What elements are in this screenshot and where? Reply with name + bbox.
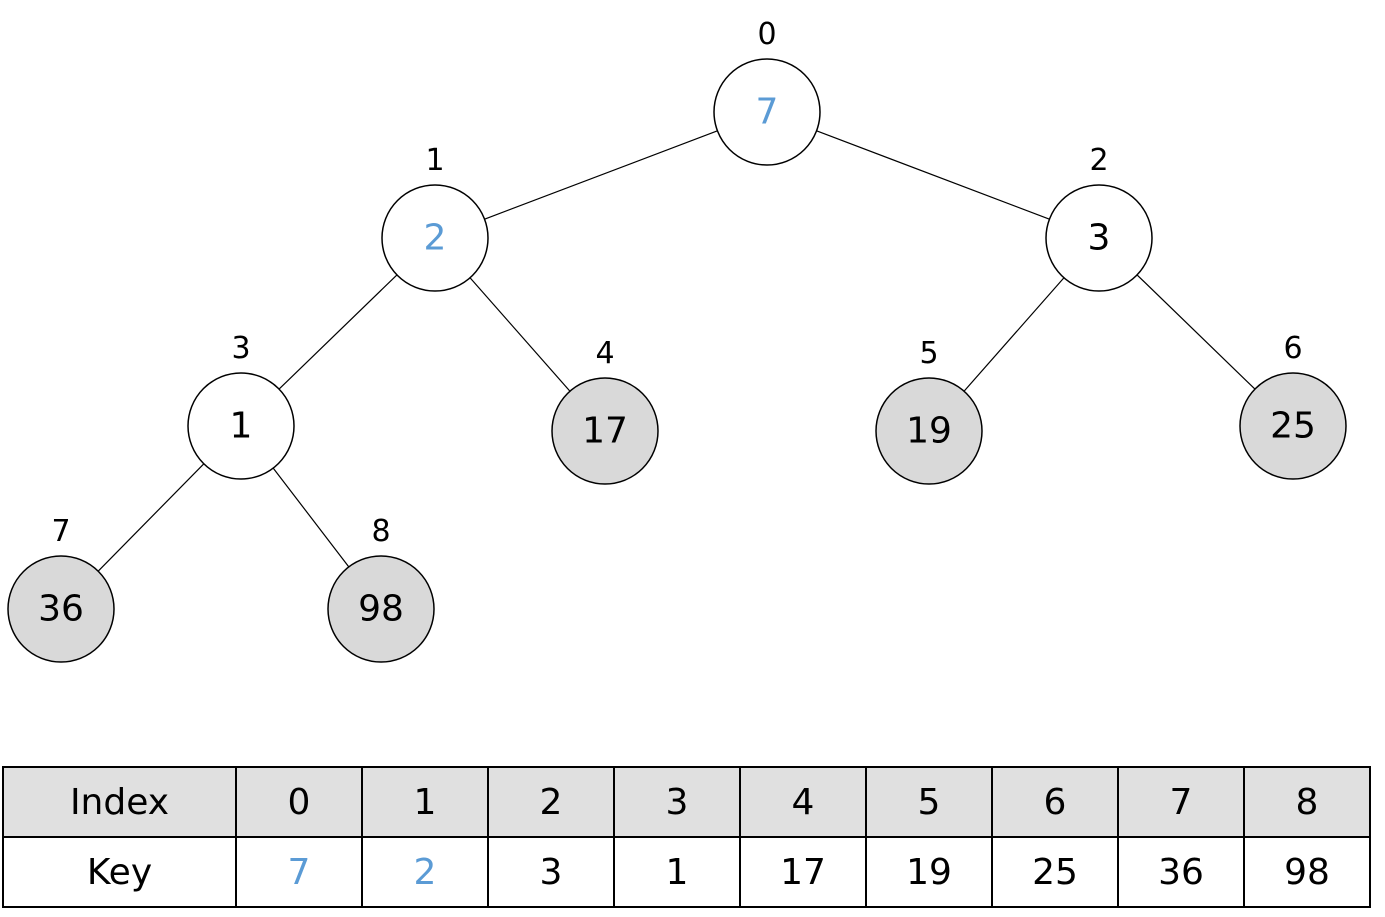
index-cell-7: 7: [1117, 766, 1245, 838]
tree-edge-2-6: [1136, 274, 1256, 390]
node-key-label: 25: [1270, 406, 1316, 447]
node-index-label: 8: [371, 514, 390, 549]
tree-edge-1-4: [469, 277, 571, 392]
tree-node-7: 36 7: [7, 514, 115, 663]
tree-node-8: 98 8: [327, 514, 435, 663]
node-index-label: 3: [231, 331, 250, 366]
node-circle: [713, 58, 821, 166]
index-header: Index: [2, 766, 237, 838]
index-cell-1: 1: [361, 766, 489, 838]
node-index-label: 0: [757, 17, 776, 52]
node-circle: [7, 555, 115, 663]
node-circle: [381, 184, 489, 292]
node-circle: [1045, 184, 1153, 292]
tree-node-0: 70: [713, 17, 821, 166]
index-cell-2: 2: [487, 766, 615, 838]
key-cell-5: 19: [865, 836, 993, 908]
tree-node-1: 21: [381, 143, 489, 292]
tree-edges: [97, 130, 1256, 572]
index-cell-4: 4: [739, 766, 867, 838]
node-index-label: 5: [919, 336, 938, 371]
node-index-label: 2: [1089, 143, 1108, 178]
node-key-label: 19: [906, 411, 952, 452]
tree-node-5: 19 5: [875, 336, 983, 485]
node-key-label: 3: [1088, 218, 1111, 259]
node-circle: [551, 377, 659, 485]
node-circle: [875, 377, 983, 485]
key-row: Key 7 2 3 1 17 19 25 36 98: [2, 836, 1371, 908]
tree-edge-0-1: [484, 130, 718, 220]
tree-edge-3-8: [272, 467, 350, 568]
tree-node-3: 13: [187, 331, 295, 480]
key-cell-0: 7: [235, 836, 363, 908]
tree-edge-0-2: [816, 130, 1050, 220]
node-key-label: 36: [38, 589, 84, 630]
node-circle: [1239, 372, 1347, 480]
node-key-label: 17: [582, 411, 628, 452]
node-circle: [187, 372, 295, 480]
node-circle: [327, 555, 435, 663]
key-cell-6: 25: [991, 836, 1119, 908]
index-cell-3: 3: [613, 766, 741, 838]
key-cell-3: 1: [613, 836, 741, 908]
index-cell-0: 0: [235, 766, 363, 838]
index-cell-8: 8: [1243, 766, 1371, 838]
node-key-label: 98: [358, 589, 404, 630]
tree-edge-2-5: [963, 277, 1065, 392]
node-index-label: 6: [1283, 331, 1302, 366]
node-key-label: 7: [756, 92, 779, 133]
key-cell-2: 3: [487, 836, 615, 908]
node-key-label: 1: [230, 406, 253, 447]
node-index-label: 7: [51, 514, 70, 549]
key-cell-4: 17: [739, 836, 867, 908]
node-key-label: 2: [424, 218, 447, 259]
tree-edge-3-7: [97, 463, 205, 572]
index-cell-5: 5: [865, 766, 993, 838]
key-cell-7: 36: [1117, 836, 1245, 908]
index-row: Index 0 1 2 3 4 5 6 7 8: [2, 766, 1371, 838]
tree-node-6: 25 6: [1239, 331, 1347, 480]
tree-node-2: 32: [1045, 143, 1153, 292]
node-index-label: 1: [425, 143, 444, 178]
key-header: Key: [2, 836, 237, 908]
tree-edge-1-3: [278, 274, 398, 390]
key-cell-8: 98: [1243, 836, 1371, 908]
tree-node-4: 17 4: [551, 336, 659, 485]
index-cell-6: 6: [991, 766, 1119, 838]
node-index-label: 4: [595, 336, 614, 371]
heap-array-table: Index 0 1 2 3 4 5 6 7 8 Key 7 2 3 1 17 1…: [2, 766, 1371, 908]
key-cell-1: 2: [361, 836, 489, 908]
